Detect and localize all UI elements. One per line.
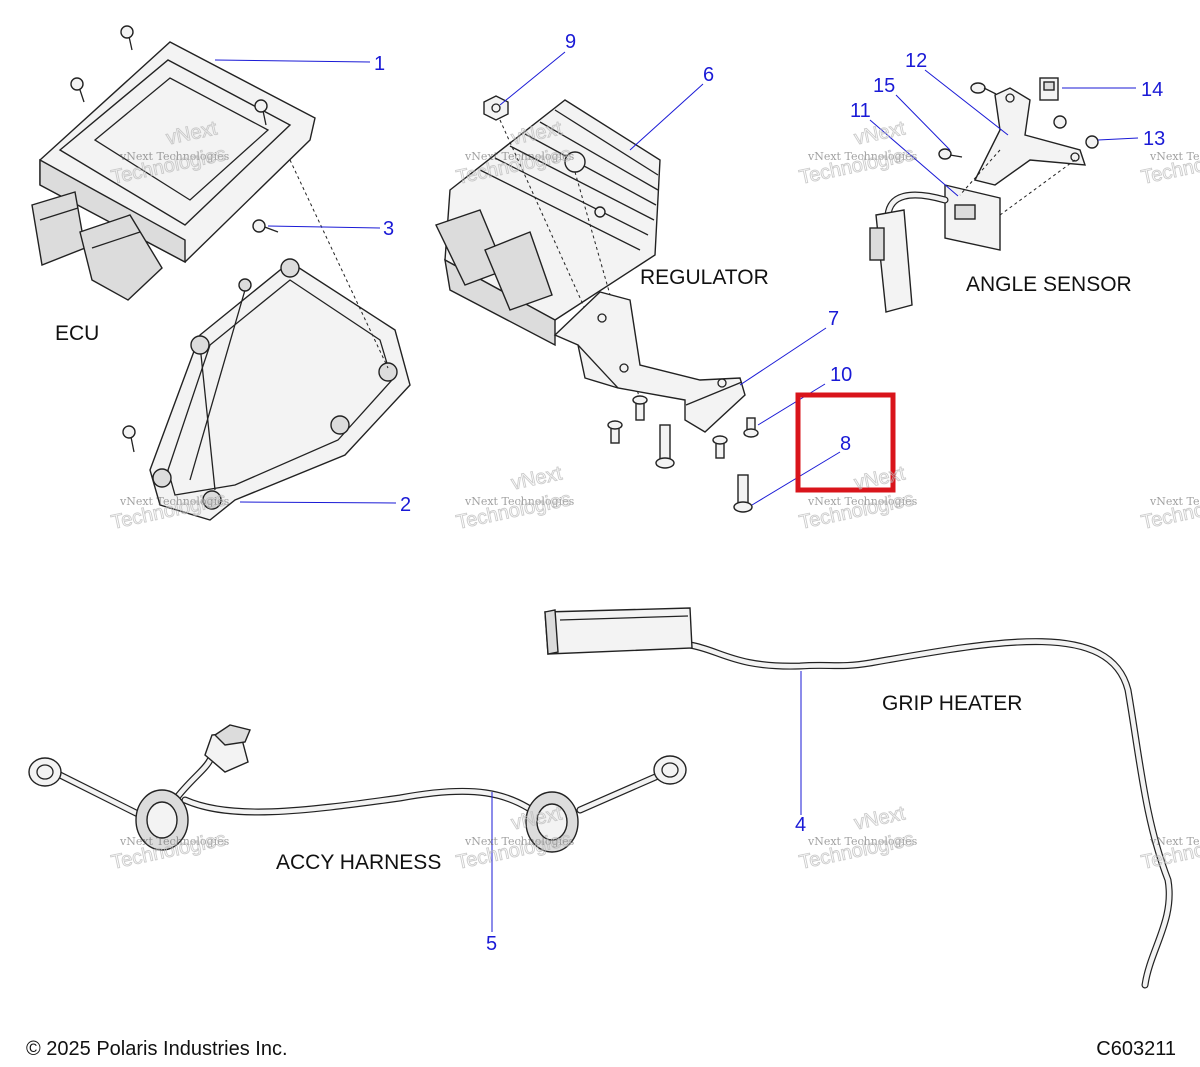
screw-icon — [122, 425, 136, 453]
svg-text:vNext Technologies: vNext Technologies — [464, 835, 575, 848]
callout-12: 12 — [905, 50, 927, 72]
section-labels: ECU REGULATOR ANGLE SENSOR GRIP HEATER A… — [55, 266, 1132, 874]
screw-icon — [733, 474, 753, 513]
screw-icon — [607, 420, 623, 444]
screw-icon — [655, 424, 675, 469]
callout-numbers: 1 2 3 4 5 6 7 8 9 10 11 12 13 14 15 — [374, 31, 1165, 955]
callout-9: 9 — [565, 31, 576, 53]
callout-3: 3 — [383, 218, 394, 240]
angle-sensor-body[interactable] — [869, 184, 1001, 313]
callout-6: 6 — [703, 64, 714, 86]
watermark: vNext Technologies Technologies — [1139, 488, 1200, 535]
screw-icon — [70, 77, 85, 103]
watermark: vNext vNext Technologies Technologies — [797, 802, 918, 874]
callout-2: 2 — [400, 494, 411, 516]
ecu-module[interactable] — [31, 41, 316, 301]
screw-icon — [120, 25, 134, 51]
washer-icon — [1085, 135, 1099, 149]
regulator-bracket[interactable] — [553, 291, 746, 433]
callout-13: 13 — [1143, 128, 1165, 150]
watermark: vNext Technologies Technologies — [1139, 828, 1200, 875]
diagram-code: C603211 — [1096, 1038, 1176, 1060]
callout-7: 7 — [828, 308, 839, 330]
watermark: vNext Technologies Technologies — [109, 488, 230, 535]
hex-nut-icon — [483, 95, 509, 121]
svg-text:vNext Technologies: vNext Technologies — [119, 495, 230, 508]
svg-text:vNext Technologies: vNext Technologies — [807, 150, 918, 163]
svg-text:vNext Technologies: vNext Technologies — [1149, 835, 1200, 848]
screw-icon — [712, 435, 728, 459]
label-angle-sensor: ANGLE SENSOR — [966, 273, 1132, 296]
screw-icon — [254, 99, 268, 126]
svg-text:vNext Technologies: vNext Technologies — [1149, 495, 1200, 508]
leader-lines — [214, 51, 1139, 932]
watermark: vNext vNext Technologies Technologies — [797, 117, 918, 189]
regulator-screw-group — [607, 395, 759, 513]
label-accy-harness: ACCY HARNESS — [276, 851, 441, 874]
watermark: vNext vNext Technologies Technologies — [454, 462, 575, 534]
screw-icon — [938, 148, 963, 160]
screw-icon — [632, 395, 648, 421]
angle-sensor-hardware — [938, 77, 1099, 160]
callout-14: 14 — [1141, 79, 1163, 101]
highlight-box — [795, 392, 896, 493]
callout-15: 15 — [873, 75, 895, 97]
label-ecu: ECU — [55, 322, 99, 345]
watermark: vNext vNext Technologies Technologies — [454, 802, 575, 874]
washer-icon — [1053, 115, 1067, 129]
label-regulator: REGULATOR — [640, 266, 769, 289]
clip-icon — [1039, 77, 1059, 101]
callout-10: 10 — [830, 364, 852, 386]
svg-text:vNext Technologies: vNext Technologies — [807, 835, 918, 848]
label-grip-heater: GRIP HEATER — [882, 692, 1022, 715]
callout-1: 1 — [374, 53, 385, 75]
watermark: vNext Technologies Technologies — [109, 828, 230, 875]
callout-4: 4 — [795, 814, 806, 836]
screw-icon — [743, 417, 759, 438]
screw-icon — [252, 219, 279, 233]
copyright-notice: © 2025 Polaris Industries Inc. — [26, 1038, 288, 1060]
callout-8: 8 — [840, 433, 851, 455]
svg-text:vNext Technologies: vNext Technologies — [1149, 150, 1200, 163]
callout-5: 5 — [486, 933, 497, 955]
angle-sensor-bracket[interactable] — [973, 87, 1087, 186]
watermark: vNext vNext Technologies Technologies — [797, 462, 918, 534]
accy-harness[interactable] — [28, 724, 687, 853]
svg-text:vNext Technologies: vNext Technologies — [119, 835, 230, 848]
svg-text:vNext Technologies: vNext Technologies — [464, 495, 575, 508]
ecu-bracket[interactable] — [149, 258, 411, 521]
grip-heater[interactable] — [544, 607, 1173, 989]
svg-text:vNext Technologies: vNext Technologies — [119, 150, 230, 163]
screw-icon — [970, 82, 997, 95]
regulator-module[interactable] — [435, 99, 661, 347]
svg-text:vNext Technologies: vNext Technologies — [464, 150, 575, 163]
callout-11: 11 — [850, 100, 871, 122]
svg-text:vNext Technologies: vNext Technologies — [807, 495, 918, 508]
